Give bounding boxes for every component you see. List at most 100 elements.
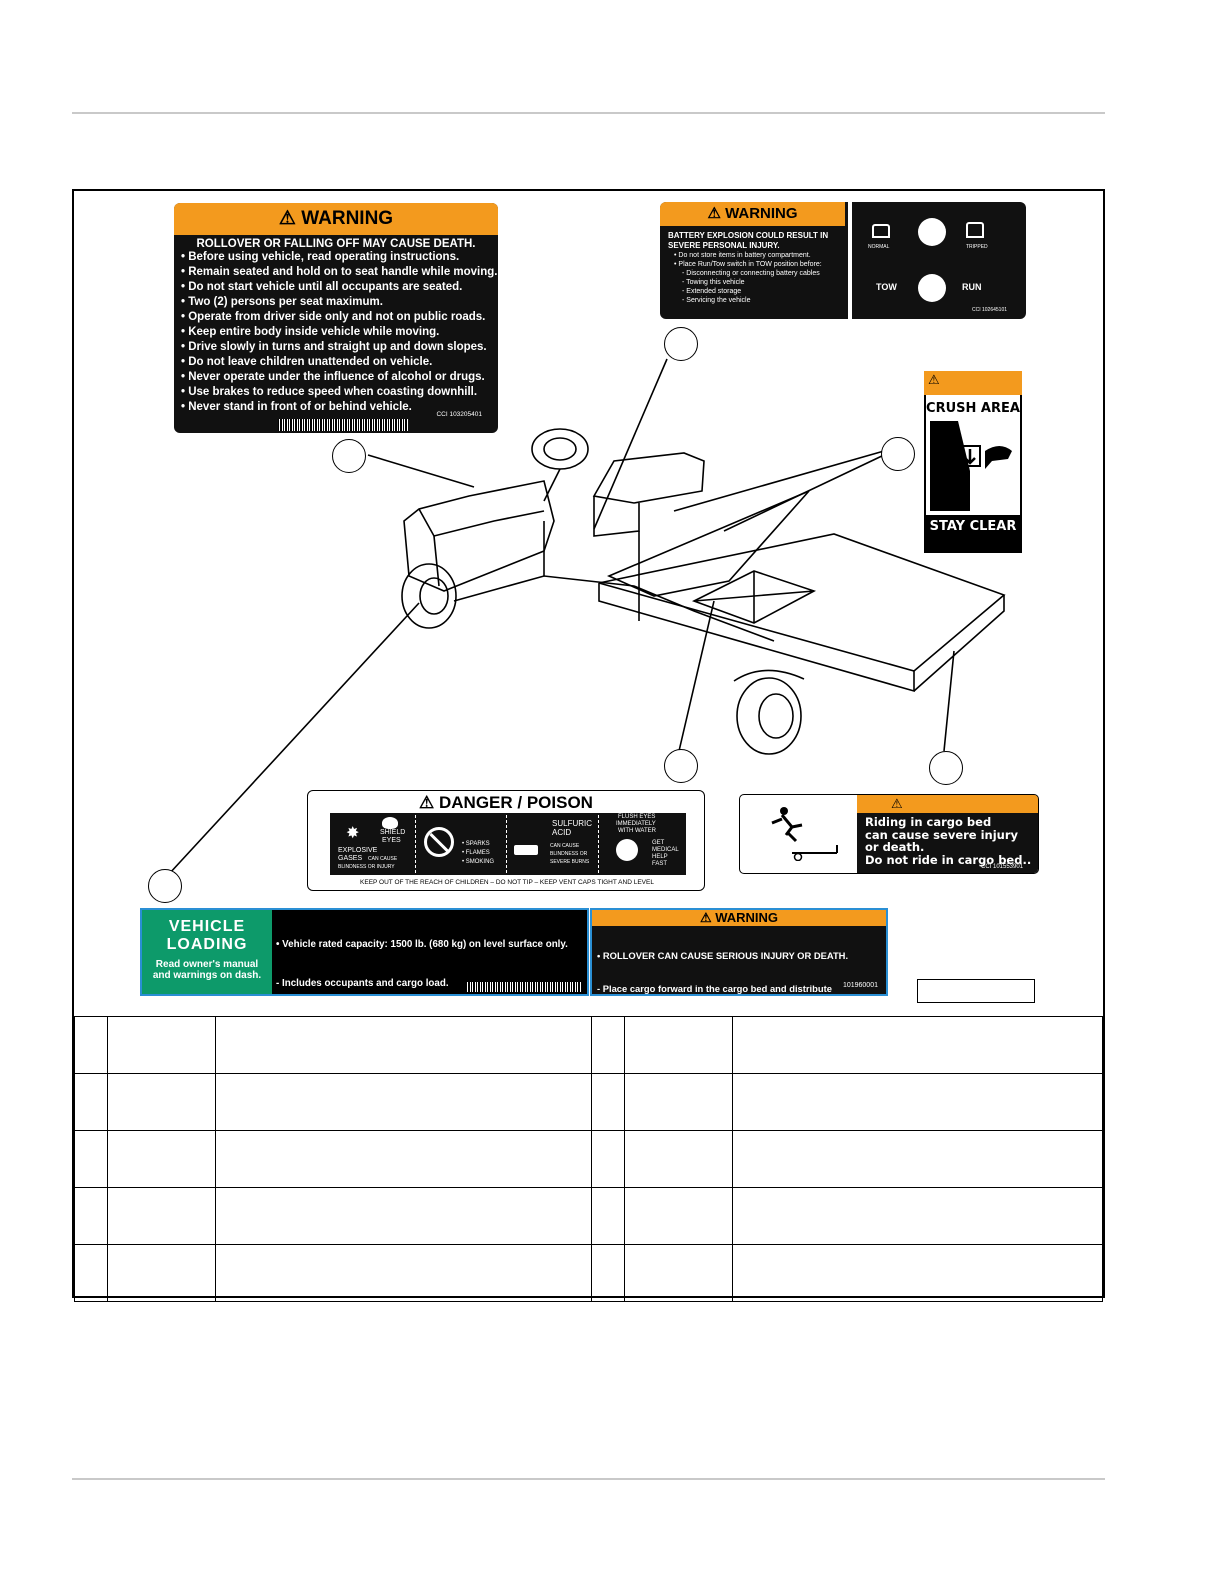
- table-row: [74, 1244, 1103, 1302]
- footer-rule: [72, 1478, 1105, 1480]
- warning-header: ⚠ WARNING: [592, 910, 886, 926]
- rollover-warning-decal: ⚠ WARNING ROLLOVER OR FALLING OFF MAY CA…: [174, 203, 498, 433]
- danger-footer: KEEP OUT OF THE REACH OF CHILDREN – DO N…: [360, 879, 654, 886]
- vehicle-loading-title: VEHICLE: [168, 918, 246, 935]
- get-label-2: MEDICAL: [652, 847, 679, 853]
- eye-wash-icon: [616, 839, 638, 861]
- warning-item: • Operate from driver side only and not …: [181, 311, 486, 323]
- battery-item: • Place Run/Tow switch in TOW position b…: [674, 261, 822, 268]
- cargo-warning-header: ⚠: [857, 795, 1038, 813]
- cargo-rollover-line: - Place cargo forward in the cargo bed a…: [597, 983, 832, 994]
- warning-triangle-icon: ⚠: [278, 208, 296, 229]
- tripped-label: TRIPPED: [966, 244, 988, 250]
- table-cell: [732, 1130, 1103, 1188]
- table-cell: [624, 1016, 733, 1074]
- decal-code: CCI 103205401: [436, 411, 482, 418]
- get-label-3: HELP: [652, 854, 668, 860]
- falling-person-icon: [771, 807, 838, 861]
- explosive-label-3: CAN CAUSE: [368, 856, 398, 862]
- breaker-hole: [918, 218, 946, 246]
- sulfuric-label-2: ACID: [552, 828, 572, 837]
- table-cell: [591, 1244, 625, 1302]
- callout-circle: [332, 439, 366, 473]
- acid-label-2: BLINDNESS OR: [550, 851, 588, 857]
- table-cell: [732, 1244, 1103, 1302]
- table-cell: [74, 1130, 108, 1188]
- normal-label: NORMAL: [868, 244, 890, 250]
- warning-title: WARNING: [715, 910, 779, 925]
- table-cell: [591, 1016, 625, 1074]
- explosive-label-4: BLINDNESS OR INJURY: [338, 864, 395, 870]
- figure-frame: ⚠ WARNING ROLLOVER OR FALLING OFF MAY CA…: [72, 189, 1105, 1302]
- cargo-warning-line: can cause severe injury: [865, 827, 1019, 842]
- warning-item: • Remain seated and hold on to seat hand…: [181, 266, 498, 278]
- table-cell: [215, 1244, 592, 1302]
- table-row: [74, 1187, 1103, 1245]
- warning-item: • Never stand in front of or behind vehi…: [181, 401, 412, 413]
- cargo-bed-riding-decal: ⚠ Riding in cargo bed can cause severe i…: [739, 794, 1039, 874]
- callout-circle: [881, 437, 915, 471]
- eye-shield-icon: [382, 817, 398, 829]
- warning-triangle-icon: ⚠: [891, 796, 903, 811]
- warning-item: • Do not start vehicle until all occupan…: [181, 281, 463, 293]
- figure-number-box: [917, 979, 1035, 1003]
- no-smoking-icon: [424, 827, 454, 857]
- get-label-1: GET: [652, 840, 665, 846]
- header-rule: [72, 112, 1105, 114]
- loading-line: • Vehicle rated capacity: 1500 lb. (680 …: [276, 939, 568, 950]
- warning-triangle-icon: ⚠: [707, 205, 721, 222]
- warning-triangle-icon: ⚠: [699, 910, 712, 925]
- table-row: [74, 1130, 1103, 1188]
- battery-warning-decal: ⚠ WARNING BATTERY EXPLOSION COULD RESULT…: [660, 202, 1026, 319]
- decal-code: 101960001: [842, 982, 878, 989]
- table-cell: [74, 1016, 108, 1074]
- table-cell: [215, 1073, 592, 1131]
- explosion-icon: ✸: [346, 825, 360, 842]
- danger-title: ⚠ DANGER / POISON: [308, 793, 704, 813]
- divider: [415, 815, 416, 873]
- warning-header: ⚠ WARNING: [660, 202, 845, 226]
- warning-item: • Drive slowly in turns and straight up …: [181, 341, 487, 353]
- crush-top-label: CRUSH AREA: [926, 401, 1020, 416]
- table-cell: [107, 1244, 216, 1302]
- cargo-warning-line: Do not ride in cargo bed..: [865, 852, 1032, 867]
- table-cell: [591, 1187, 625, 1245]
- table-cell: [591, 1130, 625, 1188]
- flush-label-1: FLUSH EYES: [618, 814, 656, 820]
- vehicle-loading-sub: Read owner's manual: [155, 959, 259, 970]
- normal-breaker-icon: [872, 224, 890, 238]
- table-cell: [624, 1130, 733, 1188]
- run-label: RUN: [962, 282, 982, 292]
- warning-item: • Before using vehicle, read operating i…: [181, 251, 460, 263]
- battery-item: - Servicing the vehicle: [682, 297, 751, 304]
- callout-circle: [664, 749, 698, 783]
- callout-circle: [929, 751, 963, 785]
- danger-pictogram-panel: SHIELD EYES ✸ EXPLOSIVE GASES CAN CAUSE …: [330, 813, 686, 875]
- warning-triangle-icon: ⚠: [928, 372, 940, 387]
- battery-heading: SEVERE PERSONAL INJURY.: [668, 241, 780, 250]
- explosive-label-2: GASES: [338, 855, 363, 862]
- warning-item: • Keep entire body inside vehicle while …: [181, 326, 440, 338]
- battery-item: - Extended storage: [682, 288, 742, 295]
- danger-title-text: DANGER / POISON: [439, 793, 593, 812]
- tow-label: TOW: [876, 282, 897, 292]
- warning-title: WARNING: [301, 208, 394, 229]
- decal-code: CCI 101553901: [981, 864, 1024, 870]
- callout-circle: [664, 327, 698, 361]
- table-cell: [732, 1016, 1103, 1074]
- barcode: [466, 982, 582, 992]
- crush-area-decal: ⚠ CRUSH AREA STAY CLEAR: [924, 371, 1022, 553]
- acid-burn-icon: [514, 845, 538, 855]
- table-cell: [107, 1016, 216, 1074]
- explosive-label-1: EXPLOSIVE: [338, 847, 378, 854]
- flush-label-2: IMMEDIATELY: [616, 821, 656, 827]
- table-row: [74, 1016, 1103, 1074]
- divider: [598, 815, 599, 873]
- cargo-warning-line: or death.: [865, 840, 925, 854]
- table-cell: [215, 1016, 592, 1074]
- barcode: [278, 419, 408, 431]
- decal-legend-table: [74, 1016, 1103, 1302]
- shield-label-1: SHIELD: [380, 829, 406, 836]
- acid-label-1: CAN CAUSE: [550, 843, 580, 849]
- decal-figure: ⚠ WARNING ROLLOVER OR FALLING OFF MAY CA…: [74, 191, 1103, 1145]
